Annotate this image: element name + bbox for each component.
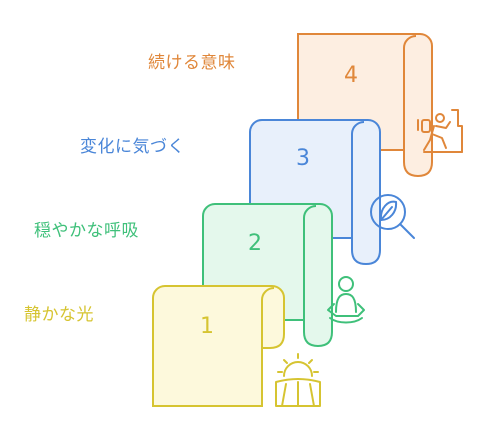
step-2-number: 2 bbox=[248, 231, 262, 256]
step-4-label: 続ける意味 bbox=[148, 53, 236, 73]
step-3-number: 3 bbox=[296, 146, 310, 171]
step-3-label: 変化に気づく bbox=[80, 137, 185, 157]
step-1-number: 1 bbox=[200, 314, 214, 339]
hiker-climbing-icon bbox=[417, 109, 463, 153]
sunrise-over-field-icon bbox=[275, 353, 321, 407]
step-4-number: 4 bbox=[344, 63, 358, 88]
step-2-label: 穏やかな呼吸 bbox=[34, 221, 139, 241]
step-1-label: 静かな光 bbox=[24, 305, 94, 325]
meditation-person-icon bbox=[327, 276, 365, 324]
magnifier-leaf-icon bbox=[370, 194, 415, 239]
step-1-scroll bbox=[152, 285, 285, 407]
